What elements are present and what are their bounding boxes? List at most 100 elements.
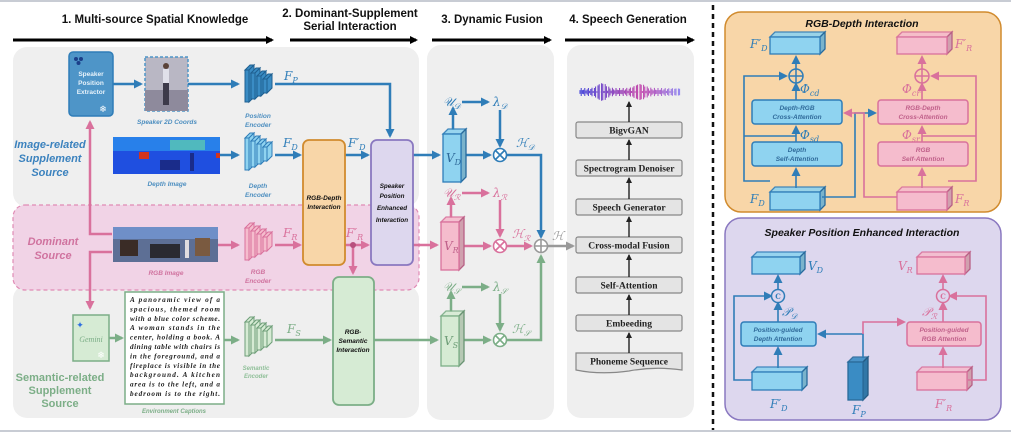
fr-prime-label: F′R <box>345 226 363 242</box>
speech-module-label: Phoneme Sequence <box>590 358 668 368</box>
dominant-source-label: Dominant <box>28 236 80 248</box>
depth-image-label: Depth Image <box>147 181 186 188</box>
caption-line: dining table with chairs is <box>130 343 220 351</box>
stage-1-title: 1. Multi-source Spatial Knowledge <box>62 14 249 26</box>
semantic-encoder-label: Semantic <box>243 366 270 372</box>
label: Position-guided <box>753 327 803 334</box>
detail2-fr-prime-label: F′R <box>934 397 952 413</box>
lambda-d-label: λ𝒟 <box>492 95 509 111</box>
semantic-source-label-2: Supplement <box>29 385 92 397</box>
position-encoder-label-2: Encoder <box>245 122 271 129</box>
label: RGB-Depth <box>905 105 940 112</box>
caption-line: background. A kitchen <box>130 371 220 379</box>
extractor-label-2: Position <box>78 80 104 87</box>
detail-fd-label: FD <box>749 192 765 208</box>
h-label: ℋ <box>552 229 566 243</box>
detail-fr-label: FR <box>954 192 969 208</box>
depth-encoder-label: Depth <box>249 183 267 190</box>
detail-vd-label: VD <box>808 259 824 275</box>
lambda-r-label: λℛ <box>492 186 508 202</box>
rgb-semantic-label: RGB- <box>345 329 362 336</box>
depth-feature-vd <box>441 127 468 184</box>
label: Cross-Attention <box>898 114 947 121</box>
caption-line: with a blue color scheme. <box>130 315 220 323</box>
speech-module: Spectrogram Denoiser <box>575 159 683 177</box>
multiply-icon <box>492 147 508 348</box>
rgb-semantic-label-3: Interaction <box>336 347 369 354</box>
concat-icon: C C <box>770 288 951 304</box>
gemini-sparkle-icon: ✦ <box>76 320 84 330</box>
vs-label: VS <box>444 334 459 350</box>
caption-line: fireplace is visible in the <box>130 362 221 370</box>
detail2-fd-prime-label: F′D <box>769 397 788 413</box>
speech-module: Phoneme Sequence <box>575 352 683 374</box>
waveform-output <box>579 83 681 101</box>
label: Cross-Attention <box>772 114 821 121</box>
speech-module-label: Spectrogram Denoiser <box>584 165 676 175</box>
speech-module: BigvGAN <box>575 121 683 139</box>
detail-fr-prime-label: F′R <box>954 37 972 53</box>
fr-prime-feature <box>915 365 974 392</box>
extractor-label: Speaker <box>78 71 104 78</box>
position-encoder-label: Position <box>245 113 271 120</box>
image-source-label: Image-related <box>14 139 86 151</box>
label: Depth-RGB <box>779 105 814 112</box>
rgb-semantic-interaction-block: RGB- Semantic Interaction <box>332 276 375 406</box>
depth-encoder <box>243 131 274 172</box>
lambda-s-label: λ𝒮 <box>492 280 510 296</box>
spe-label: Speaker <box>380 183 405 190</box>
environment-captions-label: Environment Captions <box>142 409 207 415</box>
speech-module-label: Cross-modal Fusion <box>588 242 670 252</box>
position-encoder <box>243 63 274 104</box>
semantic-encoder-label-2: Encoder <box>244 374 269 380</box>
gemini-model: ✦ Gemini ❄ <box>72 314 110 362</box>
rgb-image-label: RGB Image <box>148 270 183 277</box>
vd-label: VD <box>446 151 462 167</box>
phi-cd-label: Φcd <box>800 82 819 98</box>
rgb-semantic-label-2: Semantic <box>339 338 368 345</box>
gemini-label: Gemini <box>79 335 103 344</box>
fd-prime-feature <box>750 365 809 392</box>
speaker-image <box>144 56 189 112</box>
fd-prime-label: F′D <box>347 136 366 152</box>
caption-line: A panoramic view of a <box>129 296 220 304</box>
speech-module-label: BigvGAN <box>609 127 649 137</box>
label: Depth Attention <box>754 336 803 343</box>
caption-line: center, holding a book. A <box>130 334 220 342</box>
speaker-coords-label: Speaker 2D Coords <box>137 119 197 126</box>
position-guided-depth-attention: Position-guided Depth Attention <box>740 321 817 347</box>
hr-label: ℋℛ <box>512 227 531 243</box>
rgb-encoder <box>243 221 274 262</box>
us-label: 𝒰𝒮 <box>443 280 463 296</box>
semantic-encoder <box>243 315 274 358</box>
label: Position-guided <box>919 327 969 334</box>
caption-line: bedroom is to the right. <box>130 390 220 398</box>
position-feature-fp <box>846 355 870 402</box>
ur-label: 𝒰ℛ <box>443 186 461 202</box>
detail-vr-label: VR <box>898 259 913 275</box>
image-source-label-3: Source <box>31 167 68 179</box>
semantic-source-label-3: Source <box>41 398 78 410</box>
stage-2-subtitle: Serial Interaction <box>303 21 396 33</box>
dominant-source-label-2: Source <box>34 250 71 262</box>
label: Depth <box>788 147 806 154</box>
image-source-label-2: Supplement <box>19 153 83 165</box>
detail-fd-prime-label: F′D <box>749 37 768 53</box>
add-icon <box>788 68 930 84</box>
sum-icon <box>533 238 549 254</box>
ud-label: 𝒰𝒟 <box>443 95 462 111</box>
input-depth-feature <box>768 185 827 212</box>
rgb-depth-cross-attention: RGB-Depth Cross-Attention <box>877 99 969 125</box>
hs-label: ℋ𝒮 <box>512 322 533 338</box>
depth-rgb-cross-attention: Depth-RGB Cross-Attention <box>751 99 843 125</box>
environment-caption-box <box>124 291 225 405</box>
rgb-self-attention: RGB Self-Attention <box>877 141 969 167</box>
concat-label: C <box>940 292 946 301</box>
fs-label: FS <box>286 322 301 338</box>
speech-module: Cross-modal Fusion <box>575 236 683 254</box>
stage-3-title: 3. Dynamic Fusion <box>441 14 543 26</box>
extractor-label-3: Extractor <box>77 89 106 96</box>
label: RGB <box>916 147 931 154</box>
detail2-fp-label: FP <box>851 403 866 419</box>
